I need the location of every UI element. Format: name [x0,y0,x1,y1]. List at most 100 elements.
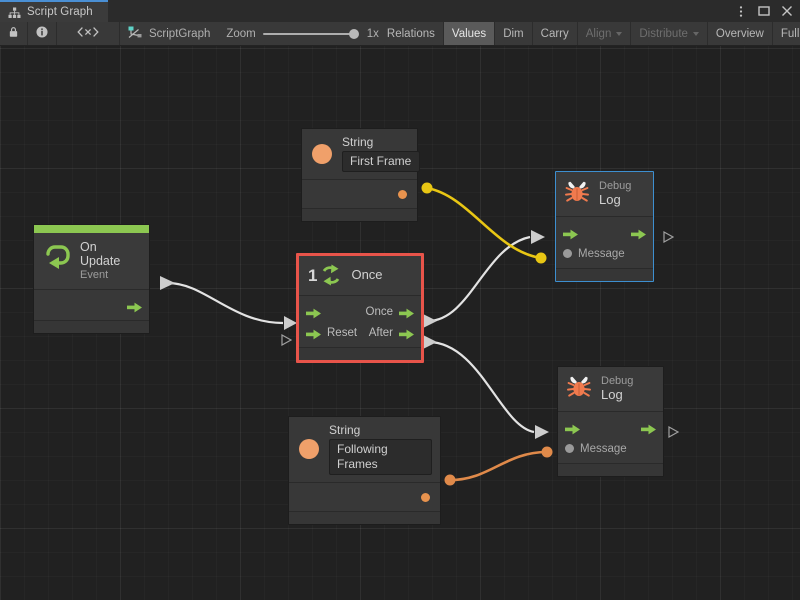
reset-in-label: Reset [327,326,358,339]
wire-onupdate-to-once [167,281,284,325]
node-footer [289,511,440,524]
flow-out-arrow-icon [127,300,142,313]
align-label: Align [585,27,612,40]
message-in-port[interactable]: Message [563,248,625,260]
node-debug-log-top[interactable]: Debug Log [555,171,654,282]
node-title: Log [599,191,621,207]
wire-once-to-debuglog-top [427,235,531,323]
graph-toolbar: ScriptGraph Zoom 1x Relations Values Dim… [0,22,800,46]
node-footer [34,320,149,334]
node-subtitle: Debug [601,374,634,387]
string-value-input[interactable]: First Frame [342,151,420,172]
node-on-update[interactable]: On Update Event [33,224,150,335]
node-header[interactable]: On Update Event [34,233,149,291]
more-options-icon[interactable] [734,5,747,18]
variables-toggle-button[interactable] [57,22,120,45]
node-subtitle: Debug [599,179,632,192]
toolbar-button-full-screen[interactable]: Full Screen [773,22,800,45]
reset-external-connector-icon[interactable] [281,333,293,351]
node-string-following-frames[interactable]: String Following Frames [288,416,441,525]
graph-name-display[interactable]: ScriptGraph [120,26,220,42]
flow-out-arrow-icon [399,327,414,340]
toolbar-button-overview[interactable]: Overview [708,22,773,45]
node-debug-log-bottom[interactable]: Debug Log [557,366,664,477]
tab-script-graph[interactable]: Script Graph [0,0,108,22]
maximize-icon[interactable] [757,5,770,18]
string-literal-icon [299,439,319,459]
after-out-label: After [368,326,393,339]
node-header[interactable]: Debug Log [558,367,663,412]
zoom-slider-knob[interactable] [348,28,359,39]
once-flow-out-port[interactable]: Once [365,305,414,319]
flow-out-port[interactable] [127,300,142,313]
port-row: Message [556,243,653,264]
string-value-input[interactable]: Following Frames [329,439,432,475]
node-header[interactable]: 1 Once [299,256,421,296]
node-ports [302,179,417,208]
node-title: On Update [80,240,121,268]
toolbar-button-distribute[interactable]: Distribute [631,22,708,45]
flow-in-port[interactable] [565,422,580,435]
string-value-out-port[interactable] [421,492,430,502]
zoom-control[interactable]: Zoom 1x [220,27,379,41]
value-in-dot-icon [563,249,572,258]
chevron-down-icon [616,31,623,36]
flow-out-external-connector-icon[interactable] [668,425,680,443]
toolbar-button-relations[interactable]: Relations [379,22,444,45]
reset-flow-in-port[interactable]: Reset [306,326,358,340]
flow-out-port[interactable] [641,422,656,435]
node-string-first-frame[interactable]: String First Frame [301,128,420,222]
wire-arrow [160,276,175,290]
node-titles: String First Frame [342,135,420,172]
lock-toggle-button[interactable] [0,22,28,45]
wire-after-to-debuglog-bottom [427,340,535,434]
wire-string-first-to-message [426,186,542,260]
flow-in-arrow-icon [563,227,578,240]
event-loop-icon [43,245,71,276]
wire-endpoint [535,252,547,264]
message-in-port[interactable]: Message [565,443,627,455]
node-title: Once [351,266,383,282]
port-row [34,295,149,316]
after-flow-out-port[interactable]: After [368,326,414,340]
relations-label: Relations [386,27,435,40]
node-titles: Debug Log [601,375,633,403]
info-icon [36,26,48,41]
info-toggle-button[interactable] [28,22,57,45]
graph-canvas[interactable]: On Update Event [0,46,800,600]
node-header[interactable]: String Following Frames [289,417,440,482]
port-row: Message [558,438,663,459]
flow-out-port[interactable] [631,227,646,240]
flow-out-arrow-icon [631,227,646,240]
node-header[interactable]: String First Frame [302,129,420,179]
string-value-out-port[interactable] [398,189,407,199]
dim-label: Dim [503,27,524,40]
debug-bug-icon [566,373,592,404]
node-once[interactable]: 1 Once [296,253,424,363]
flow-in-port[interactable] [563,227,578,240]
scriptgraph-icon [128,26,142,42]
overview-label: Overview [715,27,764,40]
zoom-slider[interactable] [262,27,359,41]
once-count-label: 1 [308,265,318,285]
node-ports: Message [556,217,653,268]
wire-arrow [423,314,437,328]
toolbar-button-values[interactable]: Values [443,22,496,45]
carry-label: Carry [540,27,569,40]
wire-arrow [423,335,437,349]
toolbar-button-carry[interactable]: Carry [533,22,578,45]
wire-string-following-to-message [449,450,548,482]
node-footer [558,463,663,476]
code-variables-icon [75,26,101,41]
values-label: Values [451,27,487,40]
node-footer [556,268,653,281]
close-icon[interactable] [780,5,793,18]
node-ports [34,290,149,321]
flow-out-external-connector-icon[interactable] [663,230,675,248]
once-out-label: Once [365,305,394,318]
node-header[interactable]: Debug Log [556,172,653,217]
enter-flow-in-port[interactable] [306,306,321,319]
toolbar-button-align[interactable]: Align [578,22,632,45]
toolbar-button-dim[interactable]: Dim [495,22,533,45]
